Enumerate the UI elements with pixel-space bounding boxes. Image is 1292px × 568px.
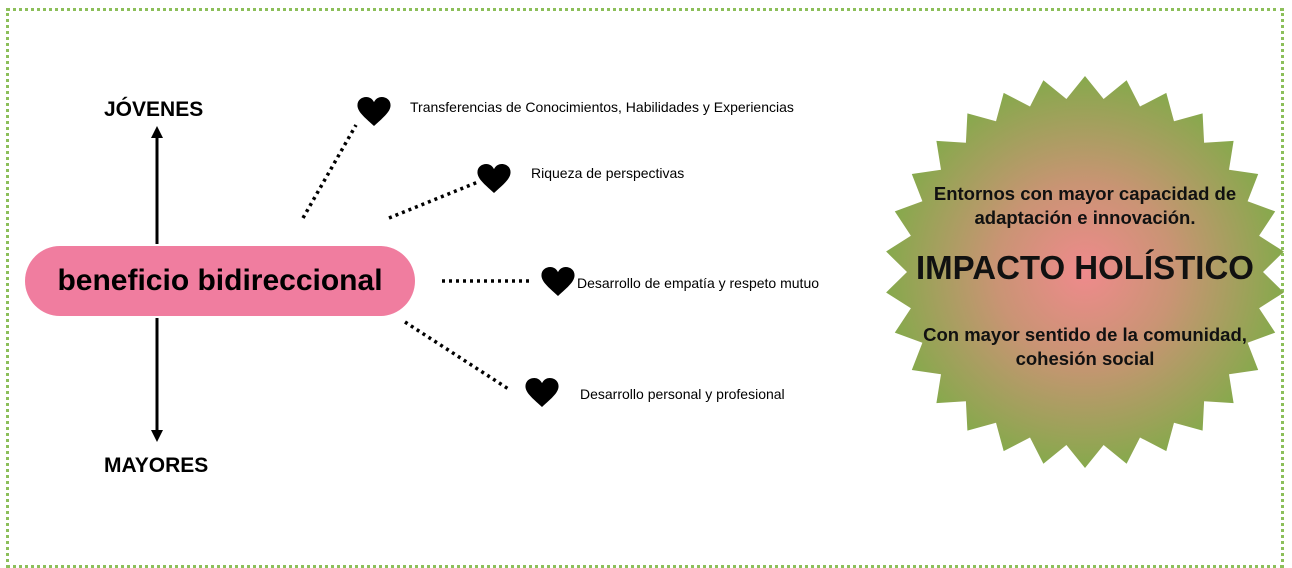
top-age-label: JÓVENES [104, 98, 204, 121]
diagram-canvas [151, 76, 1284, 468]
arrow-up-icon [151, 126, 163, 138]
center-pill: beneficio bidireccional [25, 246, 415, 316]
heart-icon [357, 97, 391, 126]
arrow-down-icon [151, 430, 163, 442]
benefit-text: Transferencias de Conocimientos, Habilid… [410, 99, 794, 115]
benefit-text: Riqueza de perspectivas [531, 165, 685, 181]
badge-bottom-text: Con mayor sentido de la comunidad, cohes… [923, 324, 1247, 369]
benefit-text: Desarrollo personal y profesional [580, 386, 785, 402]
badge-title: IMPACTO HOLÍSTICO [916, 249, 1254, 286]
bottom-age-label: MAYORES [104, 454, 209, 477]
connector-line [404, 320, 511, 392]
heart-icon [541, 267, 575, 296]
connector-line [388, 180, 479, 220]
benefit-text: Desarrollo de empatía y respeto mutuo [577, 275, 820, 291]
starburst-badge [886, 76, 1284, 468]
badge-top-text: Entornos con mayor capacidad de adaptaci… [933, 183, 1237, 228]
heart-icon [477, 164, 511, 193]
connector-line [301, 124, 358, 219]
heart-icon [525, 378, 559, 407]
